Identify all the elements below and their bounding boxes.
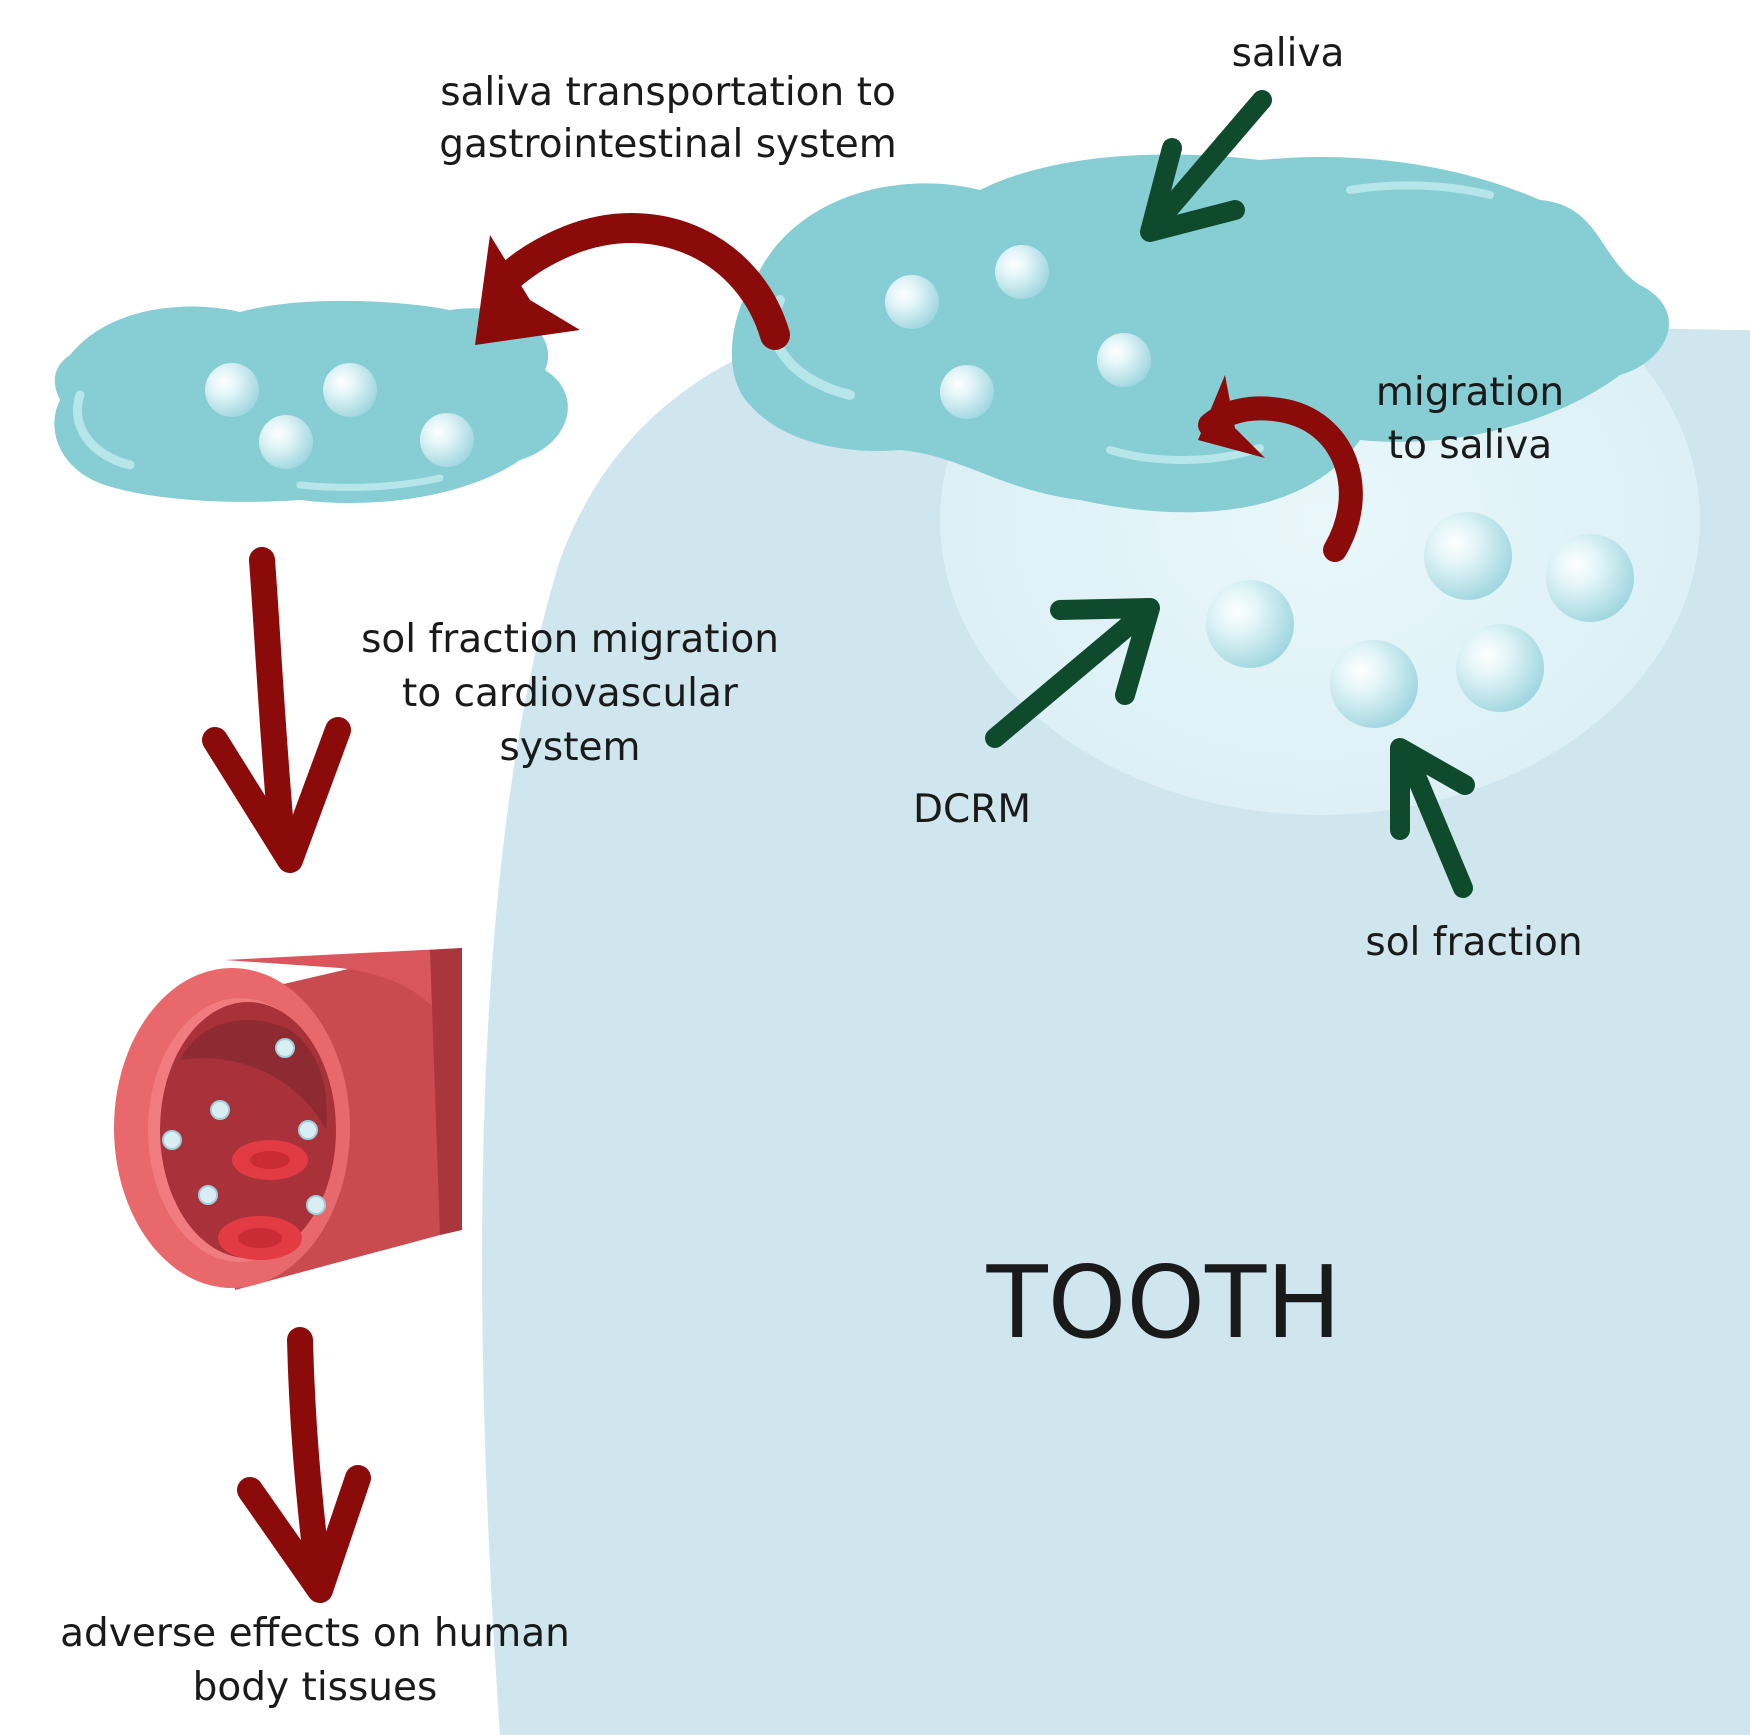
sol-bead — [1546, 534, 1634, 622]
label-migration-line1: migration — [1376, 370, 1564, 415]
label-sol-migration-line2: to cardiovascular — [402, 671, 739, 716]
label-sol-fraction: sol fraction — [1365, 920, 1582, 965]
sol-bead — [259, 415, 313, 469]
sol-bead — [940, 365, 994, 419]
red-arrow-down-to-adverse-effects — [237, 1327, 371, 1603]
sol-bead — [1206, 580, 1294, 668]
sol-bead — [1456, 624, 1544, 712]
sol-bead — [1424, 512, 1512, 600]
sol-bead — [205, 363, 259, 417]
blood-vessel-illustration — [114, 948, 462, 1290]
label-transport-line2: gastrointestinal system — [439, 122, 896, 167]
sol-particle — [162, 1130, 182, 1150]
label-adverse-line1: adverse effects on human — [60, 1611, 570, 1656]
blood-cell — [218, 1216, 302, 1260]
sol-bead — [420, 413, 474, 467]
sol-beads-in-saliva — [885, 245, 1151, 419]
sol-particle — [210, 1100, 230, 1120]
sol-bead — [323, 363, 377, 417]
green-arrow-dcrm — [985, 598, 1160, 748]
sol-particle — [275, 1038, 295, 1058]
green-arrow-saliva — [1140, 90, 1272, 242]
sol-bead — [995, 245, 1049, 299]
label-sol-migration-line3: system — [500, 725, 641, 770]
sol-beads-in-small-saliva — [205, 363, 474, 469]
sol-bead — [1097, 333, 1151, 387]
label-sol-migration-line1: sol fraction migration — [361, 617, 779, 662]
sol-particle — [298, 1120, 318, 1140]
sol-particle — [198, 1185, 218, 1205]
green-arrow-sol-fraction — [1390, 738, 1475, 898]
red-arrow-migration-to-saliva — [1198, 375, 1363, 562]
label-dcrm: DCRM — [913, 787, 1031, 832]
label-transport-line1: saliva transportation to — [440, 70, 896, 115]
label-adverse-line2: body tissues — [193, 1665, 438, 1710]
sol-bead — [1330, 640, 1418, 728]
label-saliva: saliva — [1232, 31, 1345, 76]
sol-beads-in-tooth — [1206, 512, 1634, 728]
red-arrow-down-to-cardiovascular — [202, 547, 351, 873]
label-migration-line2: to saliva — [1388, 423, 1552, 468]
sol-particle — [306, 1195, 326, 1215]
blood-cell — [232, 1140, 308, 1180]
red-arrow-to-gastrointestinal — [475, 213, 790, 350]
sol-bead — [885, 275, 939, 329]
label-tooth: TOOTH — [986, 1244, 1342, 1361]
